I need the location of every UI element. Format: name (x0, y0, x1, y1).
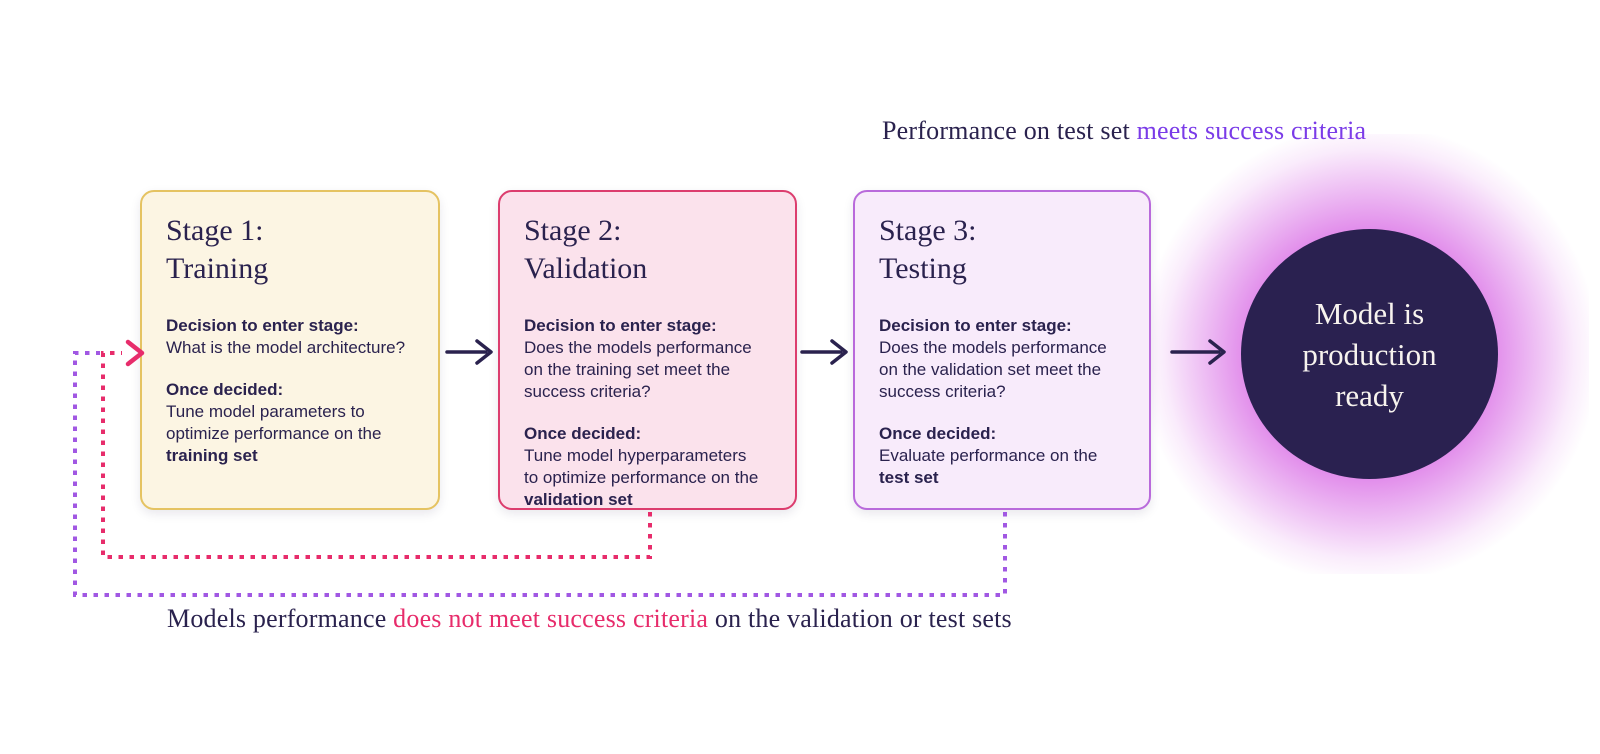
feedback-path-testing (73, 351, 1007, 597)
stage-2-title: Stage 2: Validation (524, 214, 648, 285)
stage-3-once-bold: test set (879, 468, 939, 487)
stage-2-once-text: Tune model hyperparameters to optimize p… (524, 446, 759, 487)
stage-1-training-box: Stage 1: Training Decision to enter stag… (140, 190, 440, 510)
bottom-annotation-suffix: on the validation or test sets (708, 604, 1012, 633)
stage-2-once-bold: validation set (524, 490, 633, 509)
stage-3-decision-label: Decision to enter stage: (879, 316, 1072, 335)
arrowhead-stage2-to-stage3-icon (830, 339, 848, 365)
production-ready-circle: Model is production ready (1241, 229, 1498, 479)
top-annotation-prefix: Performance on test set (882, 116, 1137, 145)
stage-1-once-label: Once decided: (166, 380, 284, 399)
stage-2-decision-text: Does the models performance on the train… (524, 338, 752, 401)
feedback-arrowhead-icon (125, 339, 145, 367)
stage-2-once-label: Once decided: (524, 424, 642, 443)
production-ready-text: Model is production ready (1302, 295, 1437, 413)
feedback-path-validation (101, 351, 652, 559)
stage-1-once-text: Tune model parameters to optimize perfor… (166, 402, 382, 443)
stage-3-testing-box: Stage 3: Testing Decision to enter stage… (853, 190, 1151, 510)
top-annotation: Performance on test set meets success cr… (882, 116, 1366, 146)
bottom-annotation-highlight: does not meet success criteria (393, 604, 709, 633)
stage-1-once-bold: training set (166, 446, 258, 465)
arrowhead-stage3-to-circle-icon (1208, 339, 1226, 365)
arrowhead-stage1-to-stage2-icon (475, 339, 493, 365)
stage-1-decision-text: What is the model architecture? (166, 338, 406, 357)
stage-1-decision-label: Decision to enter stage: (166, 316, 359, 335)
stage-2-validation-box: Stage 2: Validation Decision to enter st… (498, 190, 797, 510)
stage-1-title: Stage 1: Training (166, 214, 269, 285)
bottom-annotation: Models performance does not meet success… (167, 604, 1012, 634)
stage-3-once-label: Once decided: (879, 424, 997, 443)
stage-3-title: Stage 3: Testing (879, 214, 977, 285)
stage-2-decision-label: Decision to enter stage: (524, 316, 717, 335)
stage-3-once-text: Evaluate performance on the (879, 446, 1098, 465)
stage-3-decision-text: Does the models performance on the valid… (879, 338, 1107, 401)
bottom-annotation-prefix: Models performance (167, 604, 394, 633)
